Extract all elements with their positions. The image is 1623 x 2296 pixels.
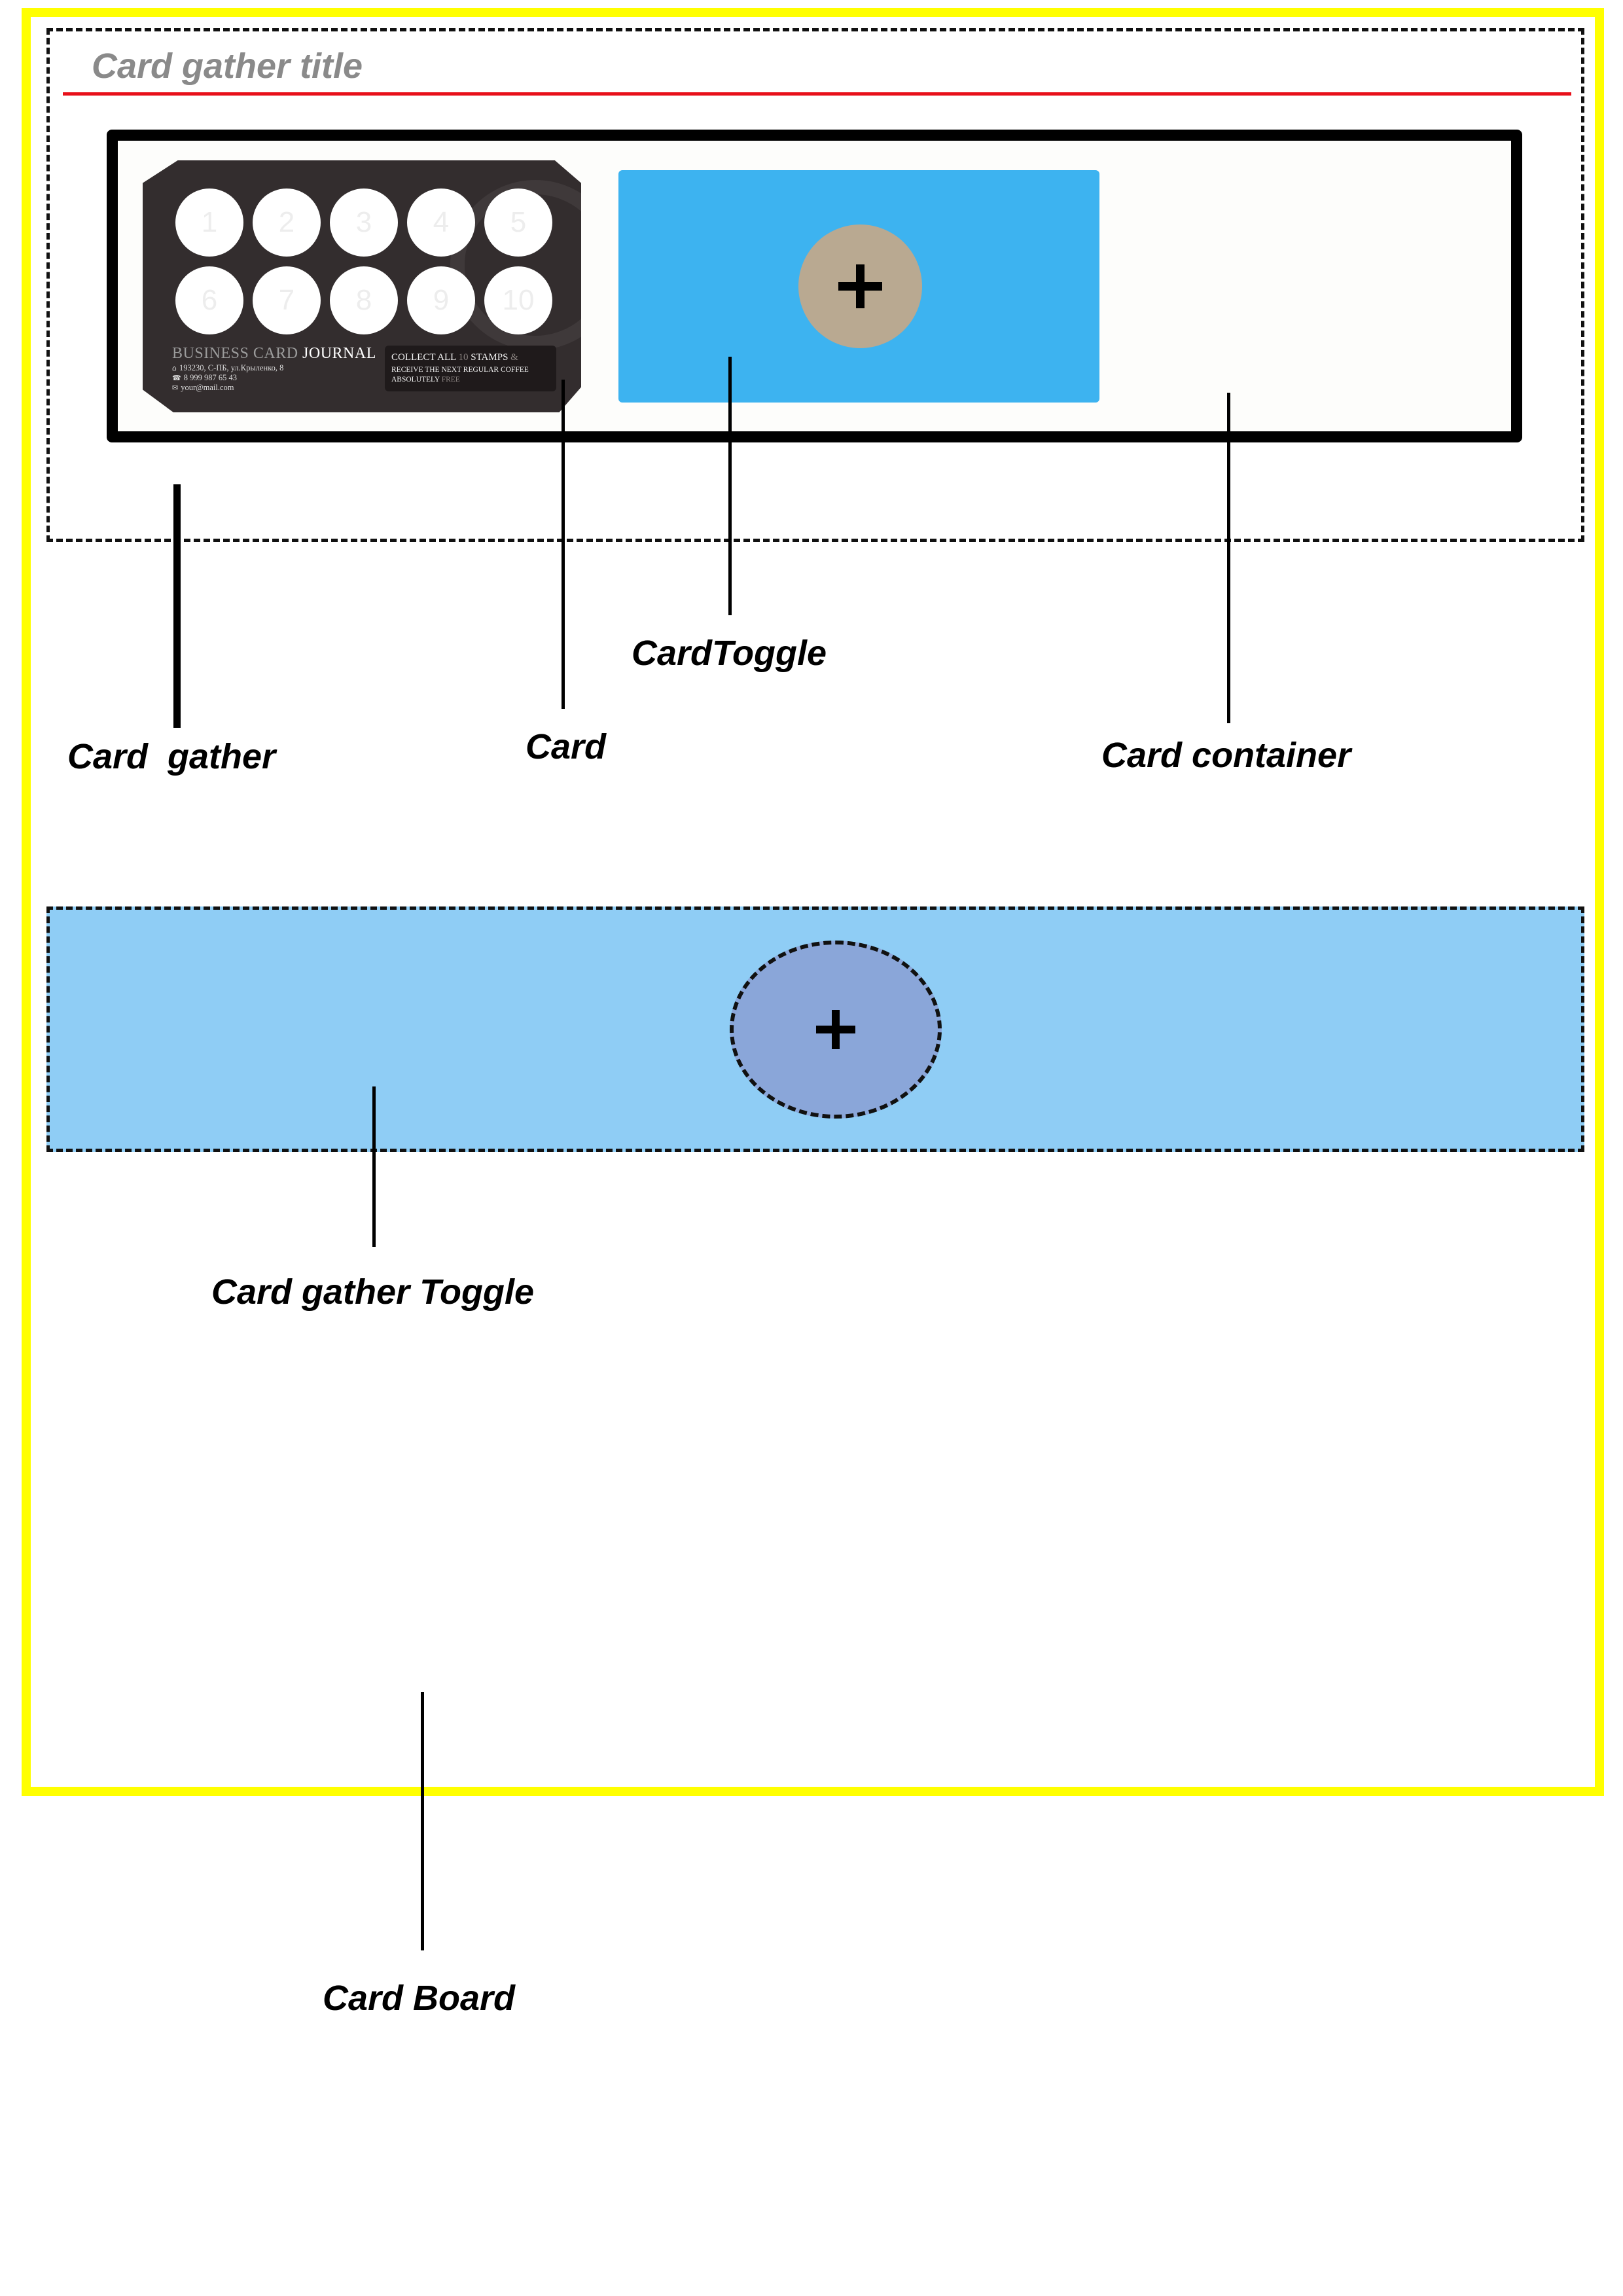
phone-text: 8 999 987 65 43 xyxy=(183,373,237,382)
home-icon: ⌂ xyxy=(172,364,177,372)
card-address: ⌂193230, С-ПБ, ул.Крыленко, 8 xyxy=(172,363,283,373)
leader-line-card-gather-toggle xyxy=(372,1086,376,1247)
card-toggle-add-button[interactable] xyxy=(798,224,922,348)
address-text: 193230, С-ПБ, ул.Крыленко, 8 xyxy=(179,363,284,372)
stamp-slot: 1 xyxy=(175,188,243,257)
promo-highlight: & xyxy=(510,352,518,363)
stamp-slot: 2 xyxy=(253,188,321,257)
email-text: your@mail.com xyxy=(181,383,234,392)
stamp-card[interactable]: 1 2 3 4 5 6 7 8 9 10 BUSINESS CARD JOURN… xyxy=(143,160,581,412)
card-phone: ☎8 999 987 65 43 xyxy=(172,373,237,383)
stamp-slot: 8 xyxy=(330,266,398,334)
leader-line-card xyxy=(562,380,565,709)
stamp-slot: 6 xyxy=(175,266,243,334)
card-email: ✉your@mail.com xyxy=(172,383,234,393)
stamp-slot: 9 xyxy=(407,266,475,334)
stamp-slot: 5 xyxy=(484,188,552,257)
promo-text: ABSOLUTELY xyxy=(391,376,442,384)
promo-highlight: 10 xyxy=(458,352,469,363)
label-card-gather: Card gather xyxy=(67,737,276,776)
card-gather-toggle-add-button[interactable] xyxy=(730,941,942,1119)
title-divider xyxy=(63,92,1571,96)
stamp-slot: 3 xyxy=(330,188,398,257)
plus-icon-bar xyxy=(856,264,865,308)
stamp-slot: 4 xyxy=(407,188,475,257)
promo-highlight: FREE xyxy=(441,376,460,384)
label-card-gather-toggle: Card gather Toggle xyxy=(211,1272,535,1312)
card-brand: BUSINESS CARD JOURNAL xyxy=(172,345,376,363)
brand-text: BUSINESS CARD xyxy=(172,345,303,362)
leader-line-card-container xyxy=(1227,393,1230,723)
mail-icon: ✉ xyxy=(172,384,179,392)
brand-text-highlight: JOURNAL xyxy=(302,345,376,362)
card-gather-title: Card gather title xyxy=(92,46,363,86)
label-card-board: Card Board xyxy=(323,1979,516,2018)
card-promo: COLLECT ALL 10 STAMPS & RECEIVE THE NEXT… xyxy=(385,346,556,391)
promo-line: ABSOLUTELY FREE xyxy=(391,376,550,384)
leader-line-card-board xyxy=(421,1692,424,1950)
phone-icon: ☎ xyxy=(172,374,181,382)
card-gather xyxy=(46,28,1584,542)
stamp-slot: 7 xyxy=(253,266,321,334)
promo-text: COLLECT ALL xyxy=(391,352,459,363)
promo-line: COLLECT ALL 10 STAMPS & xyxy=(391,352,550,363)
stamp-slot: 10 xyxy=(484,266,552,334)
card-board xyxy=(22,8,1604,1796)
plus-icon-bar xyxy=(832,1010,840,1049)
promo-line: RECEIVE THE NEXT REGULAR COFFEE xyxy=(391,366,529,374)
label-card-container: Card container xyxy=(1101,736,1351,775)
leader-line-card-gather xyxy=(173,484,181,728)
leader-line-card-toggle xyxy=(728,357,732,615)
promo-text: STAMPS xyxy=(468,352,511,363)
label-card-toggle: CardToggle xyxy=(632,634,827,673)
label-card: Card xyxy=(526,727,607,766)
